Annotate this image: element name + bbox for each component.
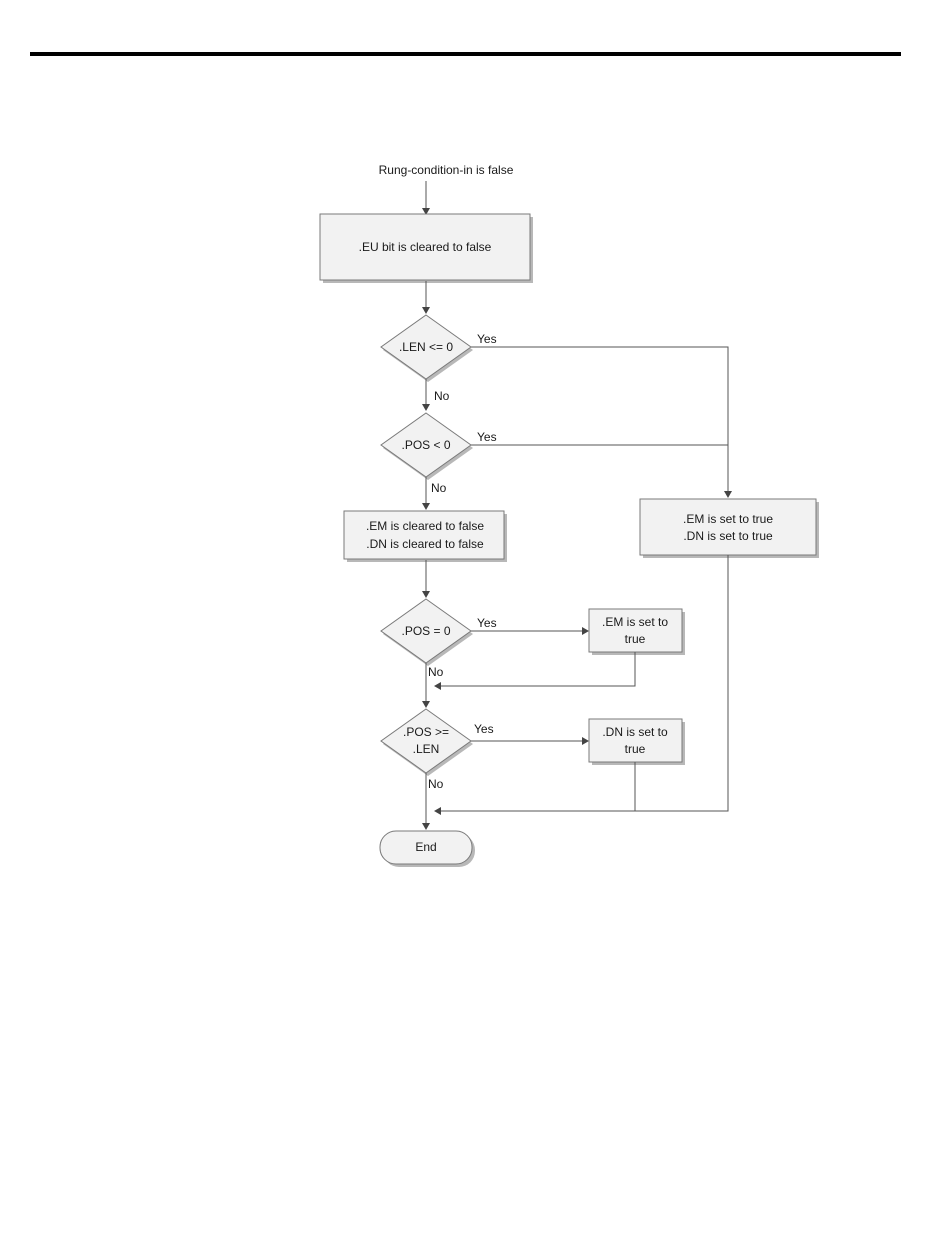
decision-pos-ge-len	[381, 709, 471, 773]
decision-pos-ge-len-label-2: .LEN	[413, 742, 440, 756]
em-true-label: true	[625, 632, 646, 646]
arrow-head	[422, 503, 430, 510]
arrow-head	[422, 307, 430, 314]
em-dn-set-box	[640, 499, 816, 555]
decision-pos-lt-zero-label: .POS < 0	[401, 438, 450, 452]
dn-true-label: true	[625, 742, 646, 756]
decision-pos-eq-zero-label: .POS = 0	[401, 624, 450, 638]
dn-set-to-label: .DN is set to	[602, 725, 668, 739]
arrow-head	[422, 823, 430, 830]
em-set-to-label: .EM is set to	[602, 615, 668, 629]
dn-set-label: .DN is set to true	[683, 529, 773, 543]
em-cleared-label: .EM is cleared to false	[366, 519, 484, 533]
start-label: Rung-condition-in is false	[379, 163, 514, 177]
dn-cleared-label: .DN is cleared to false	[366, 537, 484, 551]
eu-cleared-label: .EU bit is cleared to false	[359, 240, 492, 254]
yes-label: Yes	[477, 616, 497, 630]
arrow-head	[422, 591, 430, 598]
arrow-head	[582, 737, 589, 745]
no-label: No	[428, 777, 444, 791]
connector	[441, 652, 635, 686]
arrow-head	[422, 404, 430, 411]
yes-label: Yes	[477, 332, 497, 346]
decision-pos-ge-len-label-1: .POS >=	[403, 725, 449, 739]
no-label: No	[428, 665, 444, 679]
yes-label: Yes	[474, 722, 494, 736]
end-label: End	[415, 840, 436, 854]
arrow-head	[434, 682, 441, 690]
connector	[441, 555, 728, 811]
arrow-head	[724, 491, 732, 498]
decision-len-le-zero-label: .LEN <= 0	[399, 340, 453, 354]
no-label: No	[434, 389, 450, 403]
yes-label: Yes	[477, 430, 497, 444]
em-set-label: .EM is set to true	[683, 512, 773, 526]
connector	[471, 347, 728, 491]
arrow-head	[422, 701, 430, 708]
no-label: No	[431, 481, 447, 495]
arrow-head	[582, 627, 589, 635]
arrow-head	[434, 807, 441, 815]
